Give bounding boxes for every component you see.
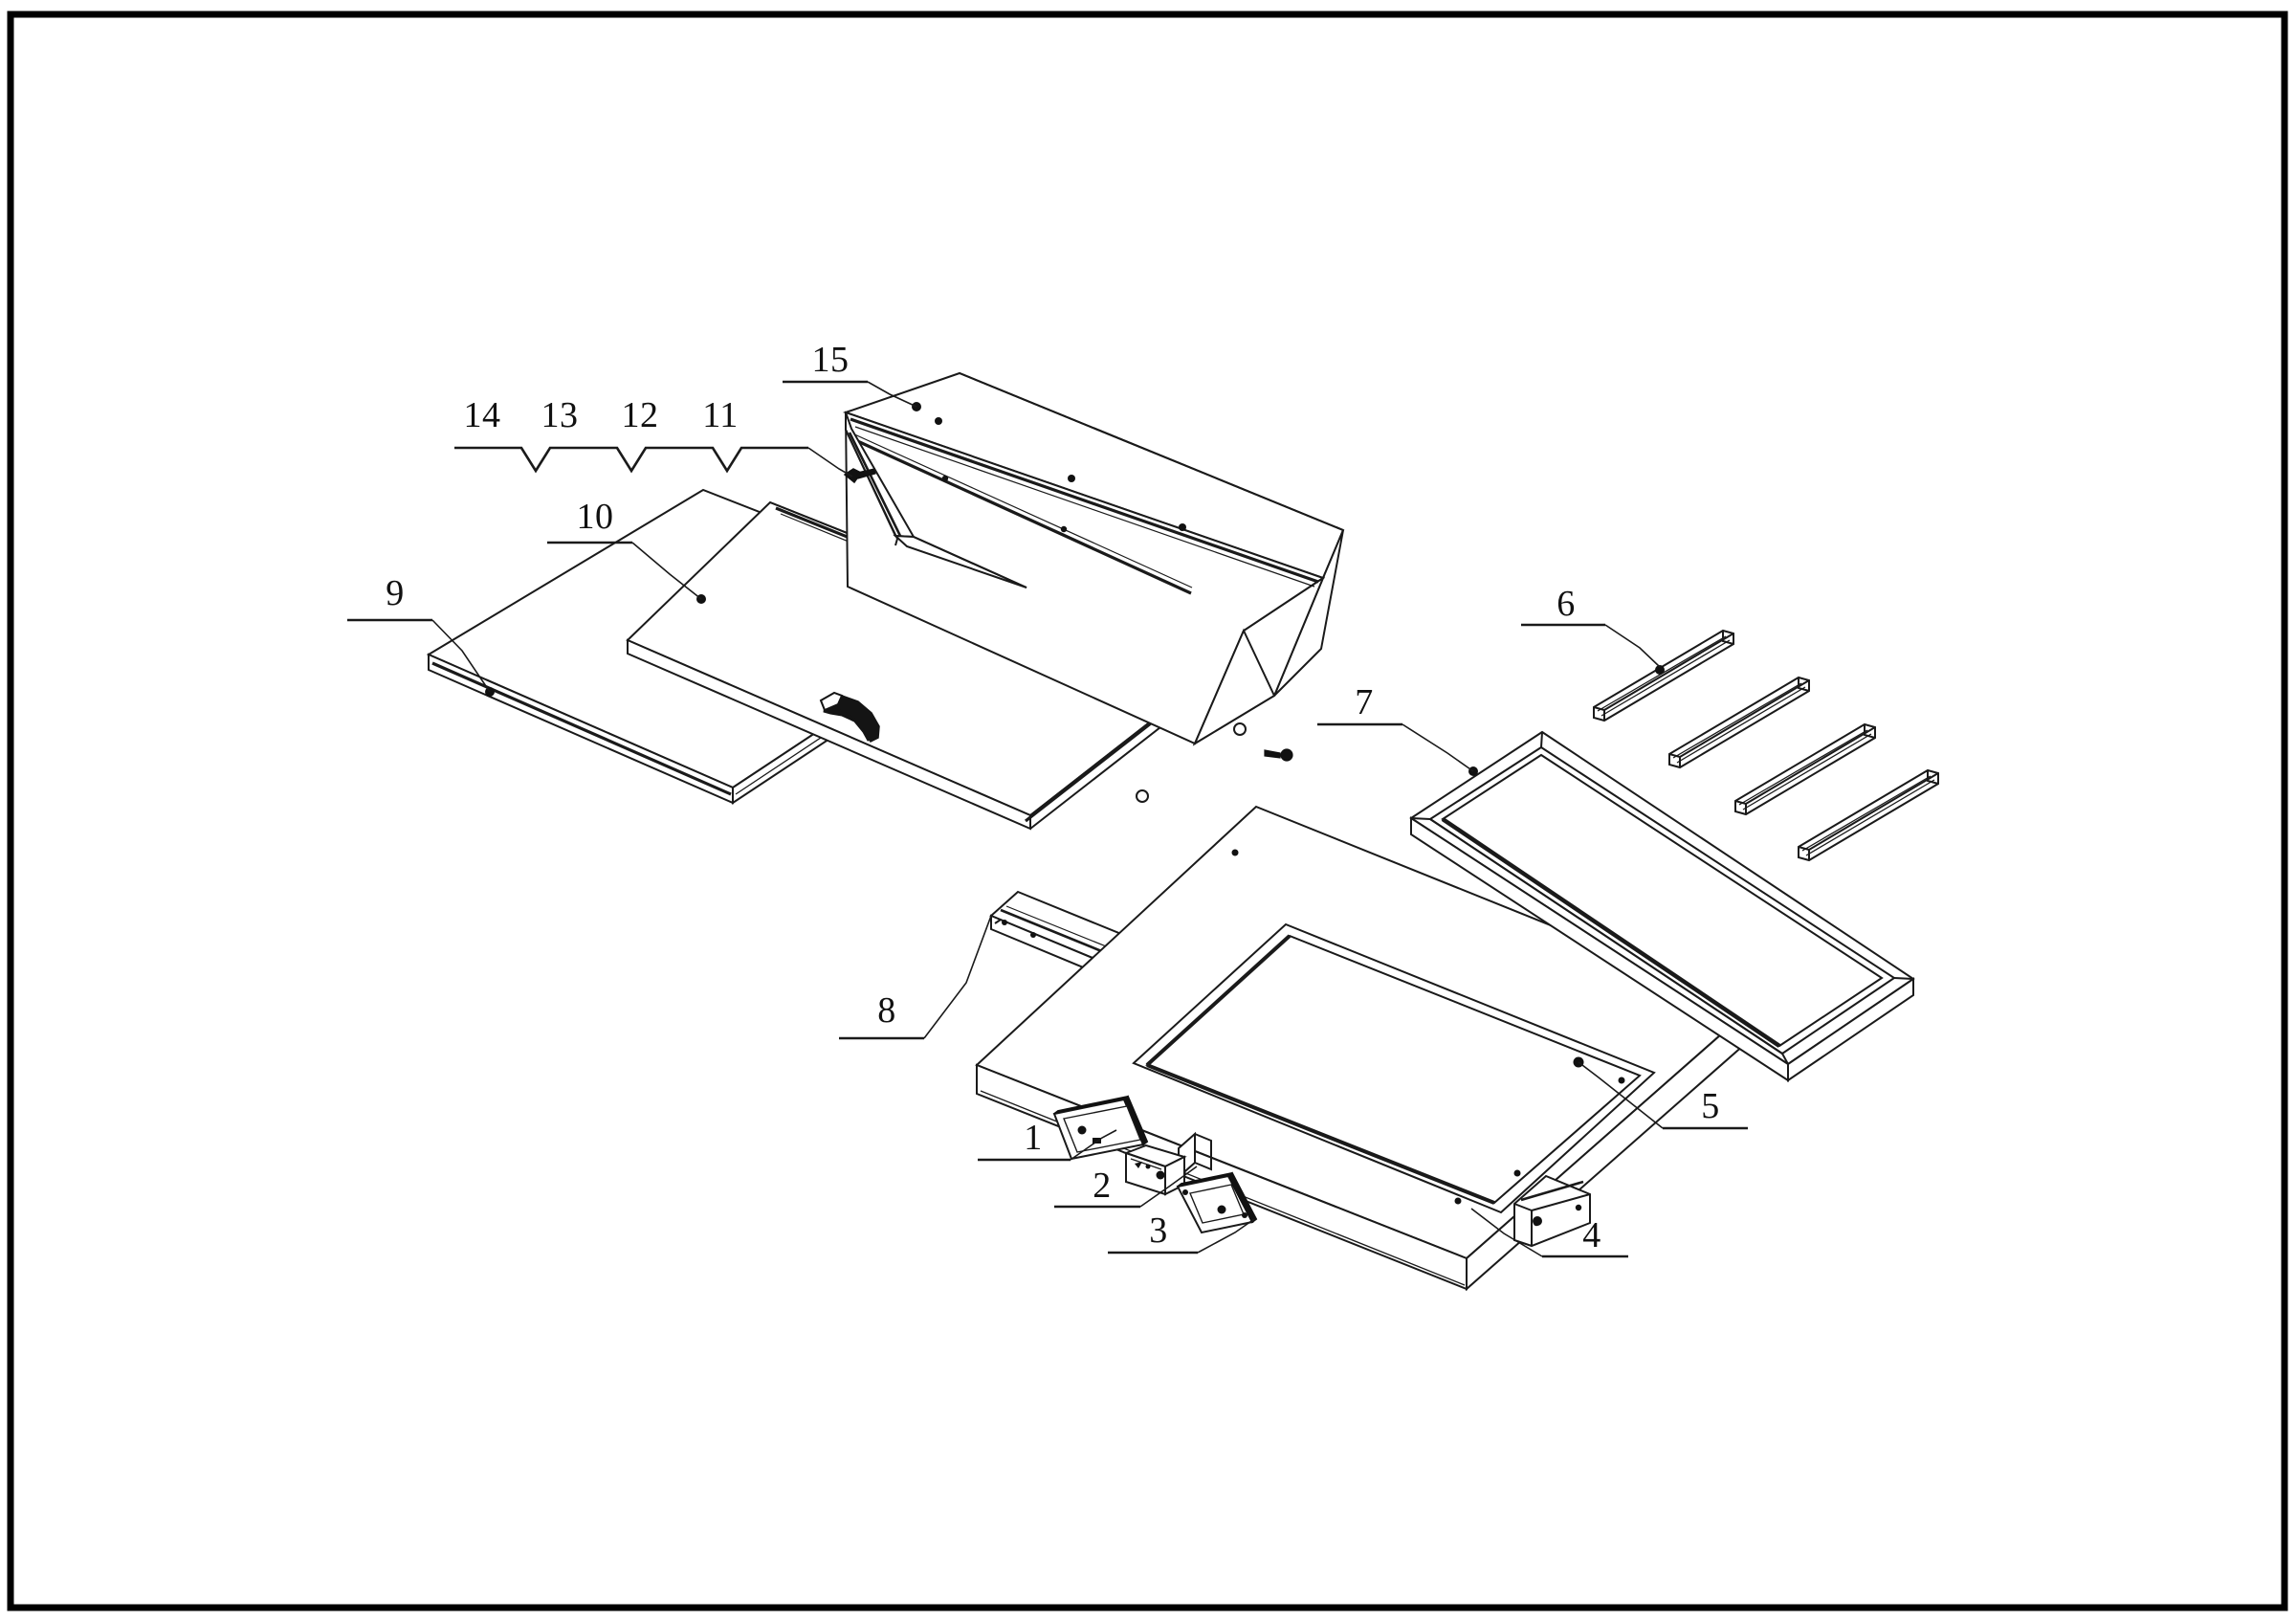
callout-leader-1	[1070, 1129, 1117, 1161]
lid-handle	[819, 691, 880, 743]
cross-bar-4	[1798, 768, 1939, 862]
callout-number-15[interactable]: 15	[812, 340, 850, 380]
callout-leader-9	[431, 619, 491, 693]
callout-number-2[interactable]: 2	[1093, 1166, 1112, 1206]
callout-number-7[interactable]: 7	[1355, 682, 1374, 722]
callout-number-4[interactable]: 4	[1582, 1215, 1601, 1255]
callout-number-11[interactable]: 11	[702, 395, 739, 435]
part-7-tray-frame	[1409, 730, 1915, 1082]
callout-number-5[interactable]: 5	[1701, 1086, 1720, 1126]
callout-number-14[interactable]: 14	[464, 395, 501, 435]
callout-leader-3	[1197, 1218, 1255, 1254]
callout-number-3[interactable]: 3	[1149, 1210, 1168, 1251]
callout-leader-7	[1402, 723, 1474, 772]
callout-number-1[interactable]: 1	[1024, 1118, 1043, 1158]
callout-leader-2	[1139, 1166, 1198, 1208]
bolt-fastener-11	[843, 468, 876, 484]
callout-leader-10	[631, 542, 702, 600]
cross-bar-2	[1668, 676, 1810, 769]
callout-number-8[interactable]: 8	[877, 990, 896, 1031]
part-1-cover-plate	[1052, 1095, 1149, 1161]
callout-leader-8	[923, 915, 992, 1039]
cross-bar-1	[1593, 629, 1734, 722]
sheet-border	[7, 11, 2288, 1611]
callout-leader-15	[867, 381, 917, 408]
callout-leader-4	[1470, 1208, 1543, 1257]
callout-number-9[interactable]: 9	[386, 573, 405, 613]
callout-leader-group	[347, 380, 1748, 1258]
callout-leader-5	[1578, 1061, 1664, 1129]
callout-number-6[interactable]: 6	[1556, 584, 1576, 624]
callout-number-13[interactable]: 13	[541, 395, 579, 435]
callout-number-12[interactable]: 12	[622, 395, 659, 435]
fastener-group-zigzag-leader	[454, 446, 853, 477]
callout-leader-6	[1604, 624, 1661, 668]
cross-bar-3	[1734, 722, 1876, 816]
callout-number-10[interactable]: 10	[577, 497, 614, 537]
part-6-cross-bars	[1593, 629, 1939, 862]
part-3-face-plate	[1176, 1171, 1258, 1234]
bolt-fastener-15	[1264, 748, 1293, 762]
part-15-hood-canopy	[842, 371, 1345, 803]
